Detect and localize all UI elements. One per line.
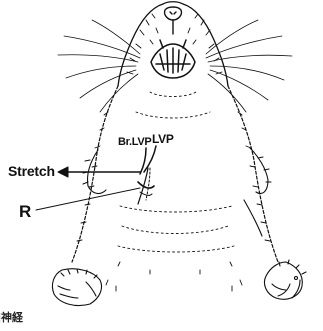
nose xyxy=(165,7,182,34)
caption-line-1: ]神経 xyxy=(0,312,23,323)
mouth xyxy=(151,40,195,78)
body-outline xyxy=(72,86,278,262)
chest-contours xyxy=(118,206,234,252)
stretch-arrowhead xyxy=(58,167,68,177)
whiskers-left xyxy=(58,20,140,112)
neck-contours xyxy=(136,92,210,118)
right-hind-paw xyxy=(264,260,306,299)
left-hind-paw xyxy=(52,269,101,306)
right-forelimb xyxy=(244,148,271,236)
r-label: R xyxy=(19,203,31,220)
lvp-label: LVP xyxy=(152,133,174,145)
whiskers-right xyxy=(206,20,292,112)
stretch-label: Stretch xyxy=(8,164,55,178)
lower-body-fur xyxy=(106,262,242,291)
br-lvp-label: Br.LVP xyxy=(118,137,151,148)
